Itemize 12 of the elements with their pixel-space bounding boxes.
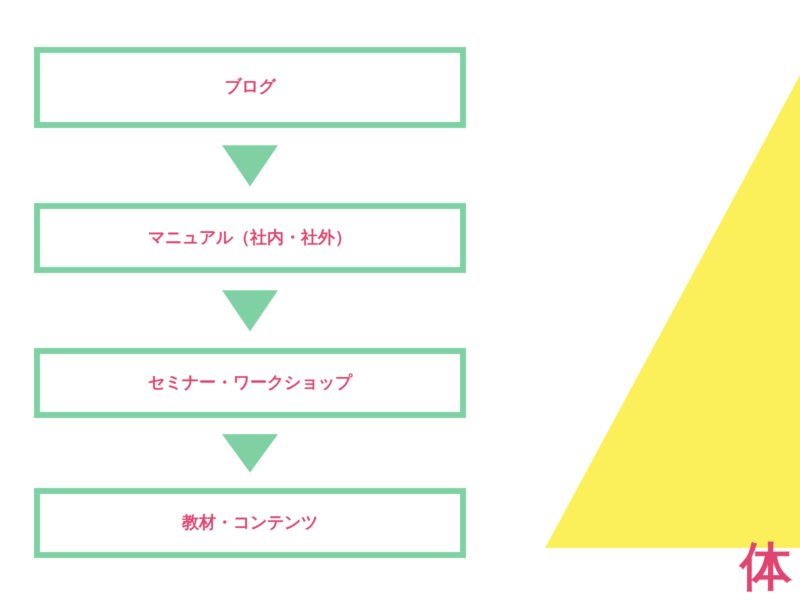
- box-label: 教材・コンテンツ: [182, 512, 318, 534]
- box-label: セミナー・ワークショップ: [148, 372, 352, 394]
- process-box: [34, 203, 466, 273]
- box-label: ブログ: [224, 77, 276, 98]
- process-box: [34, 47, 466, 128]
- arrow: [222, 290, 278, 332]
- arrow: [222, 145, 278, 186]
- process-box: [34, 488, 466, 558]
- pyramid-label: 体: [740, 541, 792, 593]
- process-box: [34, 348, 466, 418]
- arrow: [222, 434, 278, 473]
- box-label: マニュアル（社内・社外）: [148, 228, 352, 248]
